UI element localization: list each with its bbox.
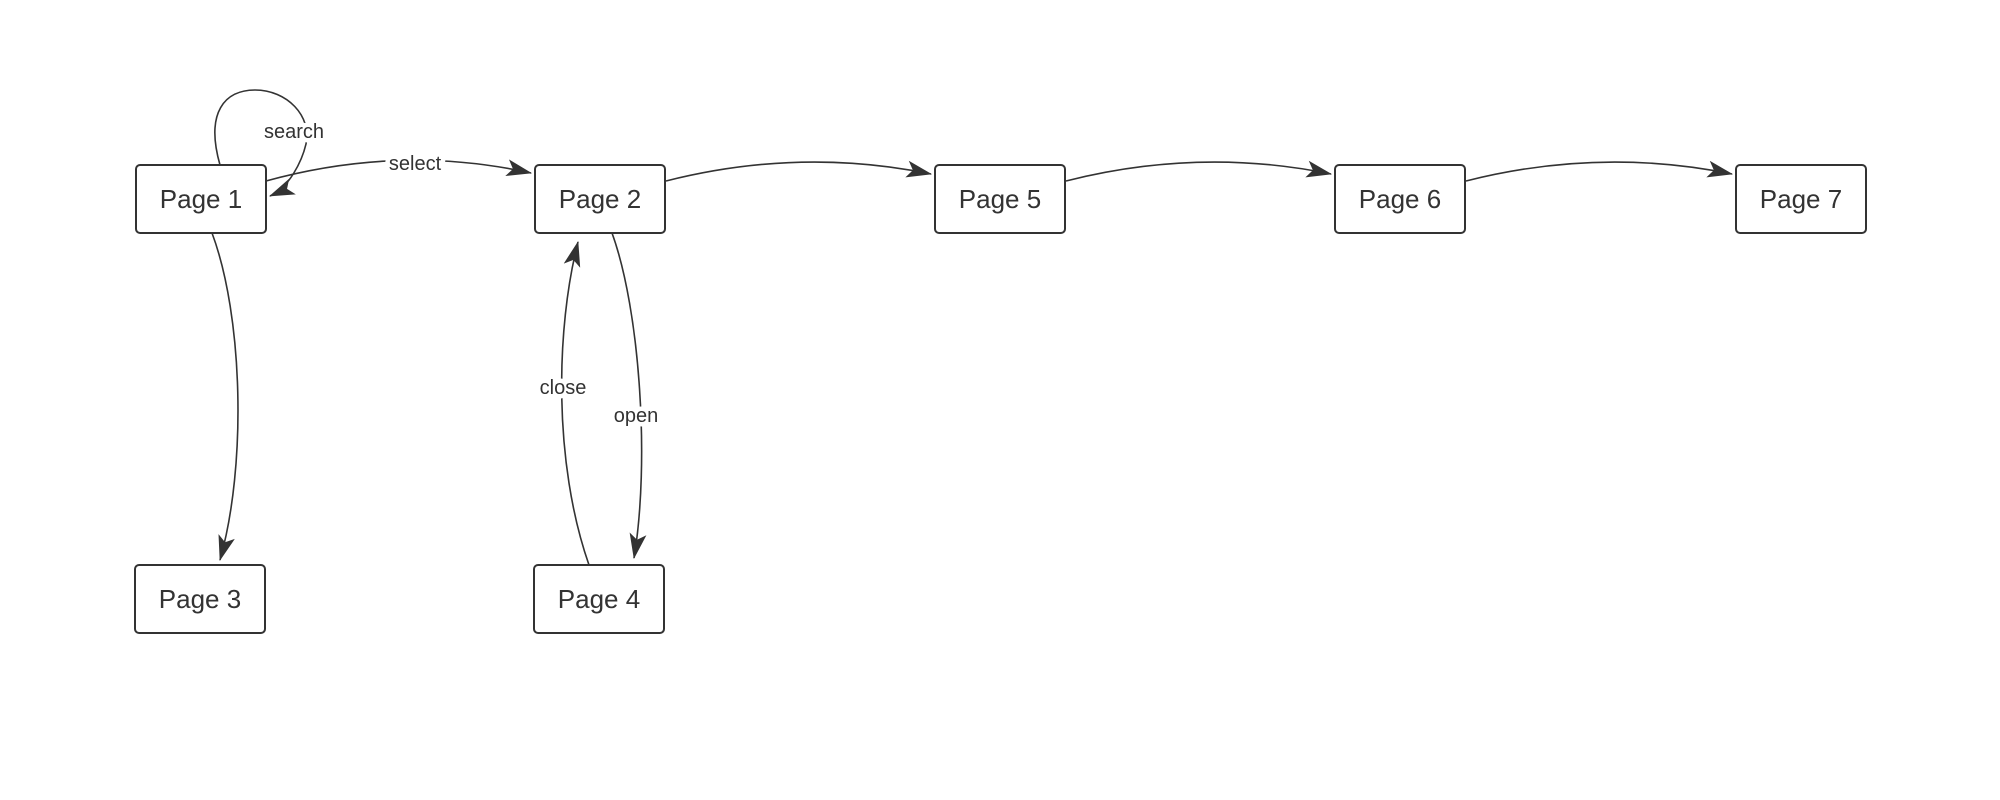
edge-page6-to-page7: [1465, 160, 1734, 182]
edge-page5-to-page6: [1065, 160, 1333, 182]
node-page-7: Page 7: [1735, 164, 1867, 234]
node-page-2: Page 2: [534, 164, 666, 234]
edge-label-close: close: [540, 377, 587, 399]
node-page-1-label: Page 1: [160, 184, 242, 214]
node-page-7-box: [1735, 164, 1867, 234]
node-page-3-label: Page 3: [159, 584, 241, 614]
edge-label-select: select: [389, 153, 442, 175]
edge-label-search: search: [264, 121, 324, 143]
edge-page4-to-page2-close: [560, 240, 590, 566]
node-page-5-box: [934, 164, 1066, 234]
node-page-5: Page 5: [934, 164, 1066, 234]
edge-page2-to-page4-open: [611, 232, 647, 560]
node-page-1-box: [135, 164, 267, 234]
node-page-2-label: Page 2: [559, 184, 641, 214]
node-page-6: Page 6: [1334, 164, 1466, 234]
edge-label-open: open: [614, 405, 659, 427]
node-page-6-label: Page 6: [1359, 184, 1441, 214]
node-page-4-box: [533, 564, 665, 634]
node-page-4: Page 4: [533, 564, 665, 634]
node-page-3: Page 3: [134, 564, 266, 634]
edge-page1-to-page2-select: [265, 159, 533, 182]
edge-page1-to-page3: [211, 232, 239, 562]
node-page-4-label: Page 4: [558, 584, 640, 614]
edge-page2-to-page5: [665, 160, 933, 182]
node-page-7-label: Page 7: [1760, 184, 1842, 214]
node-page-6-box: [1334, 164, 1466, 234]
node-page-1: Page 1: [135, 164, 267, 234]
node-page-3-box: [134, 564, 266, 634]
edge-page1-self-search: [214, 89, 308, 197]
node-page-5-label: Page 5: [959, 184, 1041, 214]
node-page-2-box: [534, 164, 666, 234]
